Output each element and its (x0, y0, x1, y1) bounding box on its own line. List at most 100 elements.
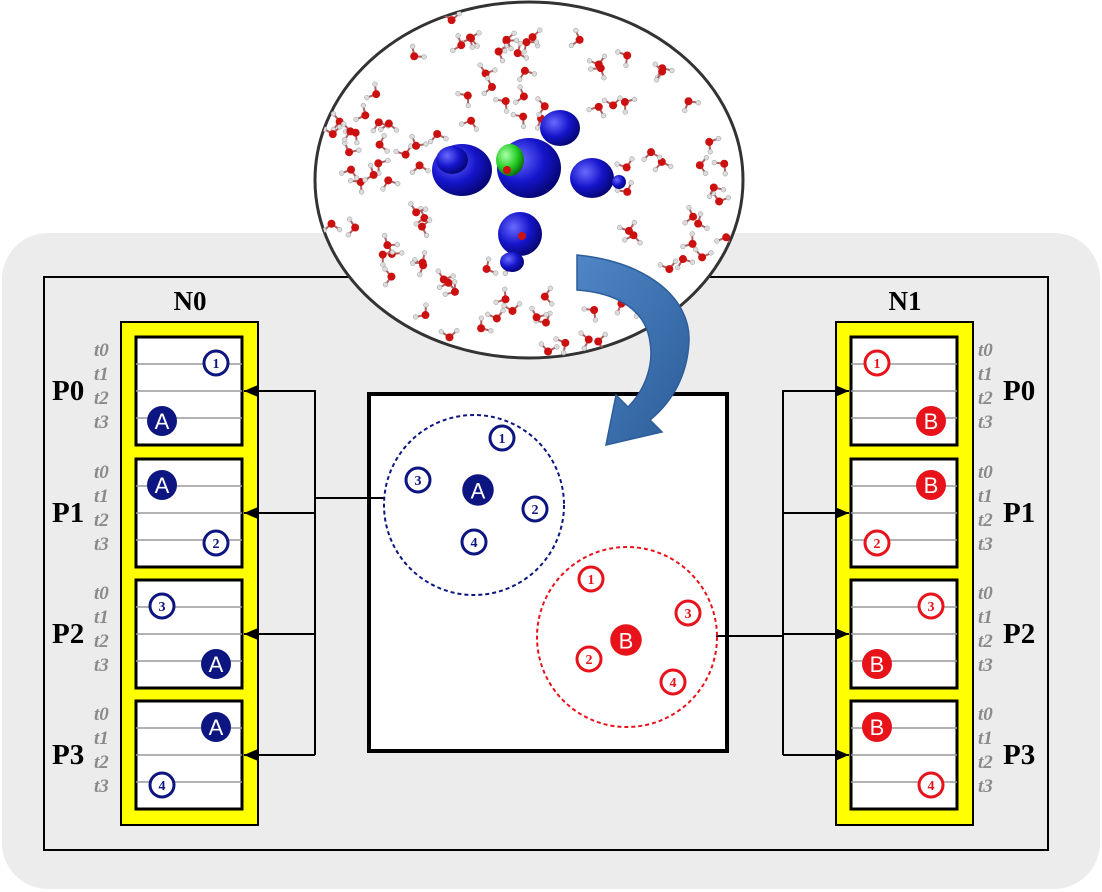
left-connectors (314, 390, 384, 755)
marker-letter: A (209, 715, 224, 740)
marker-number: 2 (213, 537, 220, 552)
time-label-t3: t3 (94, 412, 109, 433)
marker-disc (462, 474, 494, 506)
process-label: P1 (52, 497, 84, 529)
time-label-t1: t1 (978, 364, 993, 385)
number-marker: 4 (460, 528, 488, 556)
letter-marker: A (147, 470, 177, 500)
water-molecule (341, 121, 355, 143)
water-molecule (517, 66, 538, 82)
water-molecule (513, 84, 528, 105)
marker-ring (404, 466, 432, 494)
process-label: P3 (1003, 739, 1035, 771)
water-molecule (535, 96, 549, 118)
time-label-t3: t3 (978, 776, 993, 797)
data-arrow-head (244, 507, 258, 519)
marker-number: 4 (471, 536, 478, 551)
central-domain-box (367, 392, 729, 753)
letter-marker: B (862, 712, 892, 742)
water-molecule (529, 305, 549, 322)
water-molecule (493, 286, 510, 305)
marker-ring (863, 349, 891, 377)
data-arrow-head (835, 749, 849, 761)
water-molecule (553, 336, 570, 356)
water-molecule (620, 96, 638, 115)
time-label-t0: t0 (94, 462, 109, 483)
marker-number: 1 (588, 573, 595, 588)
red-cluster-ring (536, 546, 718, 728)
time-label-t2: t2 (978, 752, 993, 773)
water-molecule (410, 250, 428, 267)
number-marker: 1 (863, 349, 891, 377)
marker-disc (610, 624, 642, 656)
water-molecule (339, 165, 360, 181)
marker-letter: A (209, 652, 224, 677)
water-molecule (657, 258, 679, 274)
water-molecule (417, 217, 433, 239)
water-molecule (614, 156, 635, 172)
water-molecule (588, 64, 607, 81)
marker-letter: A (471, 478, 486, 503)
process-label: P2 (1003, 618, 1035, 650)
water-molecule (615, 49, 632, 69)
time-label-t0: t0 (978, 583, 993, 604)
water-molecule (345, 216, 360, 238)
marker-ring (521, 495, 549, 523)
marker-ring (202, 349, 230, 377)
time-label-t2: t2 (94, 388, 109, 409)
water-molecule (378, 249, 396, 268)
water-molecule (510, 112, 528, 130)
water-molecule (380, 176, 401, 192)
marker-ring (917, 592, 945, 620)
water-molecule (578, 330, 593, 352)
water-molecule (362, 162, 378, 183)
process-box-p0: 1B (849, 335, 959, 447)
water-molecule (353, 102, 370, 123)
water-molecule (711, 159, 729, 177)
marker-ring (577, 565, 605, 593)
water-molecule (581, 306, 599, 323)
number-marker: 2 (521, 495, 549, 523)
water-molecule (501, 301, 523, 315)
time-label-t1: t1 (94, 486, 109, 507)
marker-number: 3 (928, 600, 935, 615)
data-arrow-head (835, 628, 849, 640)
marker-ring (202, 529, 230, 557)
data-arrow-head (835, 385, 849, 397)
right-connectors (716, 390, 784, 755)
process-label: P0 (52, 375, 84, 407)
marker-number: 2 (532, 503, 539, 518)
water-molecule (641, 148, 663, 162)
data-arrow-head (244, 385, 258, 397)
marker-ring (659, 668, 687, 696)
letter-marker: B (916, 406, 946, 436)
process-box-p0: 1A (134, 335, 244, 447)
time-label-t0: t0 (94, 704, 109, 725)
process-box-p2: 3A (134, 578, 244, 690)
marker-number: 1 (874, 357, 881, 372)
marker-disc (862, 649, 892, 679)
marker-ring (917, 771, 945, 799)
water-molecule (409, 133, 429, 150)
water-molecule (502, 30, 517, 52)
water-molecule (694, 211, 710, 231)
time-label-t3: t3 (978, 412, 993, 433)
process-label: P1 (1003, 497, 1035, 529)
water-molecule (342, 140, 362, 157)
time-label-t2: t2 (978, 631, 993, 652)
water-molecule (706, 183, 727, 200)
water-molecule (540, 285, 555, 307)
letter-marker: A (147, 406, 177, 436)
water-molecule (455, 91, 472, 109)
process-label: P3 (52, 739, 84, 771)
water-molecule (374, 157, 391, 176)
data-arrow-head (835, 507, 849, 519)
marker-number: 1 (213, 357, 220, 372)
water-molecule (378, 119, 400, 133)
water-molecule (442, 279, 459, 297)
water-molecule (450, 33, 466, 54)
marker-letter: A (155, 409, 170, 434)
process-box-p3: B4 (849, 699, 959, 811)
number-marker: 1 (577, 565, 605, 593)
water-molecule (652, 61, 667, 83)
